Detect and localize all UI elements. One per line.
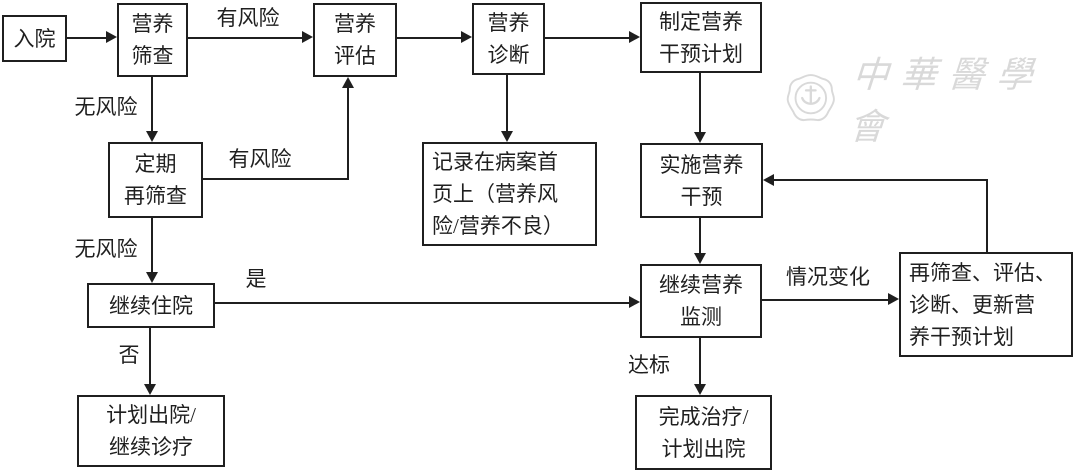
node-nutrition-diagnosis: 营养 诊断 <box>472 3 545 75</box>
node-label: 险/营养不良） <box>432 214 564 238</box>
node-label: 监测 <box>680 305 722 329</box>
edge-stay-to-discharge-plan <box>149 328 151 384</box>
arrowhead-down-icon <box>694 132 706 143</box>
node-label: 计划出院/ <box>106 403 196 427</box>
node-label: 制定营养 <box>659 9 743 34</box>
node-label: 评估 <box>334 44 376 68</box>
node-record-on-chart: 记录在病案首 页上（营养风 险/营养不良） <box>422 142 597 246</box>
arrowhead-down-icon <box>501 131 513 142</box>
node-implement-intervention: 实施营养 干预 <box>640 143 763 218</box>
arrowhead-down-icon <box>694 384 706 395</box>
node-label: 继续诊疗 <box>109 435 193 459</box>
node-make-intervention-plan: 制定营养 干预计划 <box>640 2 762 73</box>
node-nutrition-screening: 营养 筛查 <box>117 3 188 77</box>
edge-label-no-risk-2: 无风险 <box>74 237 138 261</box>
edge-admission-to-screening <box>66 37 106 39</box>
node-label: 养干预计划 <box>909 324 1014 349</box>
edge-plan-to-implement <box>699 73 701 132</box>
node-label: 营养 <box>131 12 174 36</box>
arrowhead-down-icon <box>146 131 158 142</box>
node-label: 入院 <box>13 26 56 51</box>
node-label: 干预计划 <box>659 41 743 66</box>
edge-stay-to-monitor <box>215 302 629 304</box>
arrowhead-down-icon <box>146 272 158 283</box>
node-continue-hospitalization: 继续住院 <box>87 283 215 328</box>
edge-diagnosis-to-plan <box>545 37 629 39</box>
node-complete-treatment-discharge: 完成治疗/ 计划出院 <box>635 395 772 470</box>
edge-diagnosis-to-record <box>506 75 508 131</box>
edge-label-condition-change: 情况变化 <box>786 265 870 289</box>
edge-label-no-risk-1: 无风险 <box>74 95 138 119</box>
arrowhead-right-icon <box>461 31 472 43</box>
arrowhead-left-icon <box>763 174 774 186</box>
edge-label-no: 否 <box>118 343 140 367</box>
edge-screening-to-rescreen <box>151 77 153 131</box>
node-rescreen-update-plan: 再筛查、评估、 诊断、更新营 养干预计划 <box>899 252 1073 357</box>
edge-rescreen-to-assessment-vertical <box>347 88 349 180</box>
edge-rescreen-to-stay <box>151 218 153 272</box>
edge-update-to-implement-vertical <box>986 180 988 252</box>
arrowhead-right-icon <box>888 293 899 305</box>
arrowhead-right-icon <box>302 31 313 43</box>
arrowhead-up-icon <box>342 77 354 88</box>
edge-monitor-to-complete <box>699 338 701 384</box>
node-label: 再筛查、评估、 <box>909 260 1056 285</box>
node-label: 实施营养 <box>659 152 744 177</box>
node-planned-discharge-continue-care: 计划出院/ 继续诊疗 <box>77 395 225 467</box>
edge-update-to-implement-horizontal <box>774 179 988 181</box>
node-label: 继续营养 <box>659 273 743 297</box>
watermark-text: 中華醫學會 <box>847 55 1046 147</box>
edge-monitor-to-update <box>762 299 888 301</box>
edge-label-risk-top: 有风险 <box>216 6 280 30</box>
cma-emblem-icon <box>786 74 835 122</box>
node-label: 继续住院 <box>109 293 193 318</box>
node-label: 定期 <box>134 152 177 176</box>
arrowhead-right-icon <box>629 31 640 43</box>
node-label: 营养 <box>334 12 376 36</box>
arrowhead-down-icon <box>694 253 706 264</box>
arrowhead-right-icon <box>629 296 640 308</box>
node-label: 营养 <box>487 11 530 35</box>
node-label: 再筛查 <box>124 184 187 208</box>
edge-screening-to-assessment <box>188 37 302 39</box>
node-admission: 入院 <box>2 15 67 62</box>
edge-label-goal-reached: 达标 <box>628 353 670 377</box>
node-label: 完成治疗/ <box>658 404 749 429</box>
edge-label-yes: 是 <box>245 267 267 291</box>
arrowhead-down-icon <box>144 384 156 395</box>
node-label: 诊断 <box>487 43 530 67</box>
node-periodic-rescreen: 定期 再筛查 <box>108 142 203 218</box>
node-continue-monitoring: 继续营养 监测 <box>640 264 762 338</box>
edge-assessment-to-diagnosis <box>397 37 461 39</box>
edge-implement-to-monitor <box>699 218 701 253</box>
node-label: 诊断、更新营 <box>909 292 1035 317</box>
arrowhead-right-icon <box>106 31 117 43</box>
edge-label-risk-mid: 有风险 <box>228 147 292 171</box>
edge-rescreen-to-assessment-horizontal <box>203 178 349 180</box>
node-nutrition-assessment: 营养 评估 <box>313 3 397 77</box>
node-label: 记录在病案首 <box>432 150 558 174</box>
node-label: 页上（营养风 <box>432 182 558 206</box>
node-label: 计划出院 <box>661 436 746 461</box>
node-label: 筛查 <box>131 44 174 68</box>
node-label: 干预 <box>680 184 723 209</box>
chinese-medical-association-watermark: 中華醫學會 <box>785 46 1080 150</box>
